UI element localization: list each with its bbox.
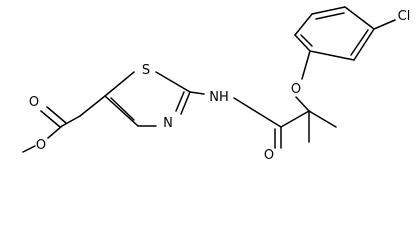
bond-carbonyl-ch2 — [61, 115, 81, 127]
bond-c5-s — [104, 71, 135, 97]
bond-ring-f-inner — [300, 34, 313, 47]
atom-label-nh: NH — [209, 90, 229, 105]
bond-nh-carbonyl — [233, 97, 282, 128]
bond-ring-d-inner — [315, 12, 345, 20]
bond-c2-nh — [189, 91, 205, 95]
atom-label-ester-carbonyl-o: O — [29, 95, 39, 110]
atom-label-amide-o: O — [264, 148, 274, 163]
bond-ring-cl — [373, 19, 396, 30]
bond-quat-c-methyl-1 — [308, 110, 337, 128]
bond-s-c2 — [155, 71, 191, 93]
bond-c2-n3-double-1 — [180, 91, 191, 115]
bond-ring-d — [311, 6, 346, 15]
atom-label-cl: Cl — [398, 9, 411, 24]
bond-ring-b — [353, 28, 375, 61]
bond-c2-n3-double-2 — [175, 91, 185, 112]
bond-ring-b-inner — [350, 29, 369, 56]
bond-ether-o-aryl — [301, 50, 311, 80]
atom-label-ether-o: O — [291, 82, 301, 97]
bond-c4-c5-double-2 — [110, 97, 135, 121]
atom-label-s: S — [142, 63, 150, 78]
bond-ring-e — [294, 13, 313, 36]
bond-ring-a — [309, 50, 355, 61]
atom-label-n: N — [163, 116, 173, 131]
bond-ch2-ring — [79, 95, 106, 117]
bond-ester-methyl-o — [22, 145, 36, 153]
bond-quat-c-ether-o — [295, 96, 310, 112]
bond-carbonyl-quat-c — [280, 110, 310, 128]
bond-c4-c5-double-1 — [104, 95, 139, 127]
bond-ring-f — [294, 34, 311, 52]
molecule-structure: O O S N NH O O Cl — [22, 6, 411, 163]
bond-ester-o-carbonyl-c — [47, 125, 63, 139]
bond-carbonyl-double-2 — [46, 106, 67, 124]
atom-label-ester-o: O — [36, 138, 46, 153]
bond-carbonyl-double-1 — [40, 110, 61, 128]
bond-ring-c — [344, 6, 375, 30]
